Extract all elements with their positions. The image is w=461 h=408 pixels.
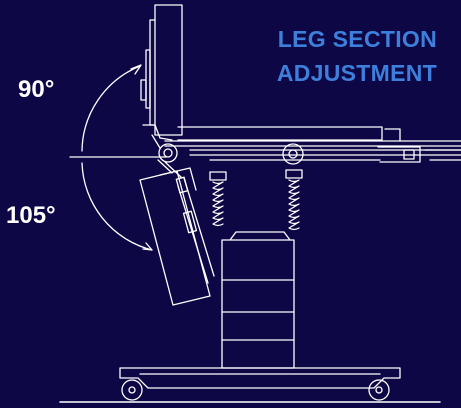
title-line-1: LEG SECTION bbox=[277, 26, 437, 52]
wheel-right bbox=[368, 379, 390, 401]
angle-arc-down bbox=[81, 162, 153, 251]
title-line-2: ADJUSTMENT bbox=[276, 60, 437, 86]
spring-right bbox=[285, 169, 303, 231]
wheel-left bbox=[121, 379, 143, 401]
leg-section-up bbox=[140, 4, 183, 149]
angle-arc-up bbox=[81, 64, 142, 152]
table-base bbox=[119, 367, 401, 389]
table-top bbox=[164, 126, 461, 163]
leg-section-down bbox=[139, 159, 215, 306]
angle-label-down: 105° bbox=[6, 202, 56, 229]
spring-left bbox=[209, 171, 227, 227]
pivot-joint-left bbox=[158, 143, 178, 163]
pivot-joint-center bbox=[282, 143, 304, 165]
telescopic-column bbox=[221, 231, 295, 369]
angle-label-up: 90° bbox=[18, 76, 55, 103]
